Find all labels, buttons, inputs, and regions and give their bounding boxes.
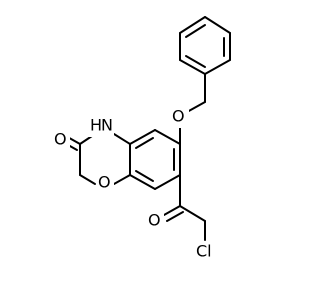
- chlorine-mask: [194, 241, 220, 263]
- methylene-ether-bond: [186, 101, 206, 113]
- ether-oxygen-mask: [171, 106, 189, 128]
- ring-oxygen-label: O: [98, 173, 111, 192]
- lactam-oxygen-label: O: [54, 130, 67, 149]
- ketone-oxygen-label: O: [148, 211, 161, 230]
- benzyl-ring-bond-4: [204, 59, 231, 75]
- benzyl-ring-inner-bond-3: [185, 55, 206, 68]
- core-ring-bond-1: [154, 129, 181, 145]
- benzyl-ring-bond-2: [204, 16, 231, 34]
- amide-nitrogen-hydrogen-label: N: [101, 116, 113, 135]
- ring-oxygen-mask: [96, 172, 114, 194]
- ketone-double-bond-1: [163, 205, 181, 216]
- chlorine-label: Cl: [196, 242, 212, 261]
- ether-oxygen-label: O: [172, 107, 185, 126]
- amide-nitrogen-mask: [88, 115, 114, 137]
- core-ring-bond-6: [129, 129, 156, 145]
- ketone-double-bond-2: [166, 211, 184, 222]
- core-ring-bond-4: [129, 174, 156, 190]
- core-ring-bond-3: [154, 174, 181, 190]
- core-to-amide-nitrogen-bond: [113, 133, 131, 145]
- core-ring-inner-bond-3: [135, 137, 154, 149]
- core-ring-inner-bond-2: [135, 170, 154, 182]
- amide-nitrogen-label: H: [90, 116, 102, 135]
- lactam-oxygen-mask: [52, 129, 70, 151]
- methylene-to-ring-oxygen-bond: [79, 174, 96, 185]
- ketone-oxygen-mask: [146, 210, 164, 232]
- ring-oxygen-to-core-bond: [113, 174, 131, 185]
- benzyl-ring-bond-1: [179, 16, 206, 34]
- benzyl-ring-inner-bond-1: [185, 24, 206, 38]
- ketone-to-chloromethyl-bond: [179, 205, 206, 222]
- benzyl-ring-bond-5: [179, 59, 206, 75]
- molecule-diagram: O H N O O O Cl: [52, 16, 231, 263]
- structure-canvas: O H N O O O Cl: [52, 16, 231, 263]
